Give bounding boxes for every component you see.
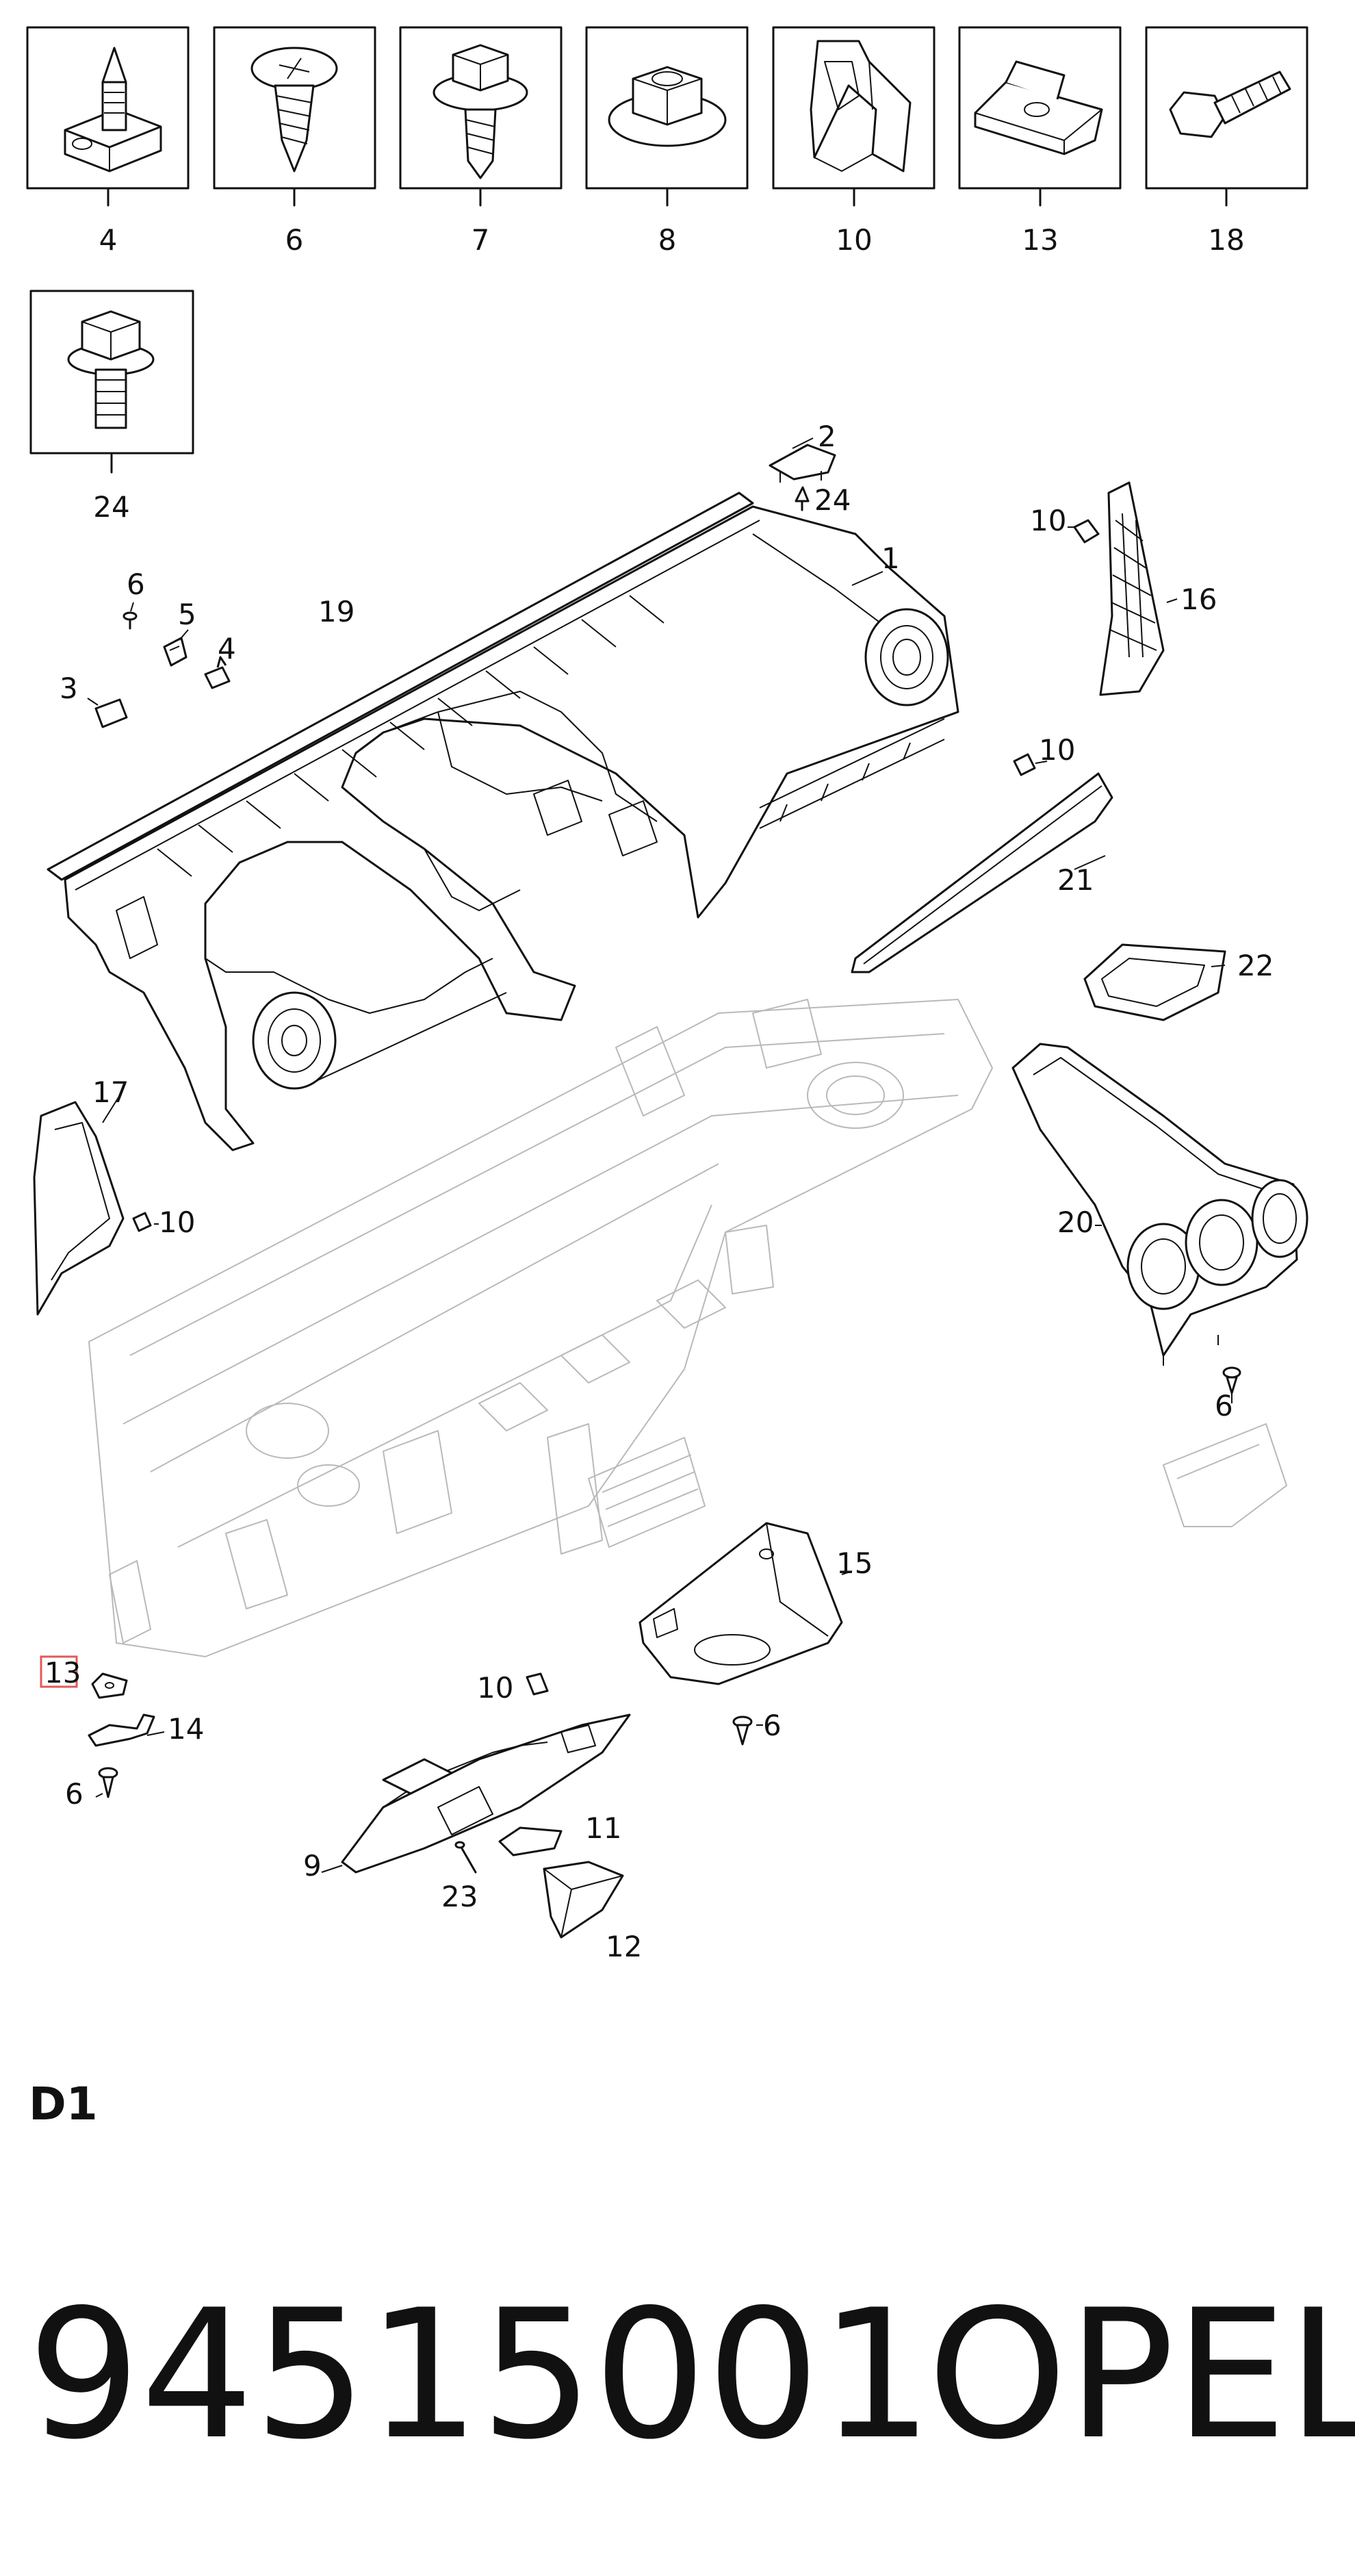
legend-box-18: 18: [1145, 26, 1308, 257]
callout-11: 11: [585, 1811, 621, 1845]
callout-6-right: 6: [1215, 1389, 1233, 1423]
callout-6-top-left: 6: [127, 568, 145, 601]
callout-23: 23: [441, 1880, 478, 1913]
speed-nut-icon: [974, 60, 1103, 155]
callout-6-bracket: 6: [763, 1709, 782, 1742]
brand-name: OPEL: [927, 2272, 1355, 2479]
callout-6-lower-left: 6: [65, 1777, 83, 1811]
part-6-screw-left: [98, 1767, 118, 1798]
part-9-glove-box: [341, 1713, 631, 1874]
part-10-clip-right-top: [1073, 519, 1100, 544]
legend-label-7: 7: [472, 223, 490, 257]
phillips-screw-icon: [250, 47, 338, 173]
part-15-knee-bolster-bracket: [638, 1522, 843, 1685]
hex-tapping-screw-icon: [433, 44, 528, 179]
callout-4: 4: [218, 632, 236, 665]
legend-box-8: 8: [585, 26, 749, 257]
part-6-small-screw-left: [122, 611, 138, 630]
part-6-screw-bracket: [732, 1716, 753, 1746]
legend-label-13: 13: [1022, 223, 1058, 257]
part-10-clip-strip: [1013, 753, 1036, 776]
part-20-center-vent-bezel: [1011, 1043, 1308, 1366]
callout-3: 3: [60, 672, 78, 705]
callout-14: 14: [168, 1712, 204, 1746]
callout-19: 19: [318, 595, 354, 628]
callout-22: 22: [1237, 949, 1274, 982]
hex-bolt-icon: [1169, 71, 1291, 138]
callout-13: 13: [44, 1656, 81, 1689]
legend-label-24: 24: [93, 490, 129, 524]
callout-24: 24: [814, 483, 851, 517]
part-17-side-end-cap: [33, 1101, 125, 1316]
part-24-small-bolt: [795, 486, 810, 511]
legend-label-10: 10: [836, 223, 872, 257]
legend-box-4: 4: [26, 26, 190, 257]
callout-17: 17: [92, 1075, 129, 1109]
callout-21: 21: [1057, 863, 1094, 897]
cross-car-beam-ghost: [88, 999, 1287, 1657]
legend-box-7: 7: [399, 26, 563, 257]
callout-1: 1: [881, 541, 900, 575]
callout-2: 2: [818, 420, 836, 453]
stud-bracket-icon: [64, 47, 162, 173]
part-3-cap: [94, 698, 128, 728]
part-11-latch: [498, 1826, 563, 1857]
part-4-stud: [204, 656, 231, 689]
callout-15: 15: [836, 1546, 873, 1580]
legend-box-6: 6: [213, 26, 376, 257]
callout-16: 16: [1180, 583, 1217, 616]
legend-box-24: 24: [29, 290, 194, 524]
legend-label-8: 8: [658, 223, 677, 257]
legend-box-13: 13: [958, 26, 1122, 257]
callout-10-top-right: 10: [1030, 504, 1066, 537]
leader-lines: [87, 437, 1233, 1873]
legend-label-18: 18: [1208, 223, 1244, 257]
hex-flange-nut-icon: [608, 66, 727, 147]
callout-13-highlight-box: [40, 1655, 78, 1688]
part-10-clip-glovebox: [526, 1672, 549, 1696]
part-16-side-trim-right: [1099, 481, 1165, 696]
callout-9: 9: [303, 1849, 322, 1883]
part-2-cover-cap: [769, 444, 836, 483]
part-21-trim-strip: [851, 772, 1113, 973]
part-13-speed-nut: [91, 1672, 128, 1699]
part-12-holder: [543, 1861, 624, 1939]
section-code: D1: [29, 2078, 98, 2130]
part-10-clip-left: [132, 1212, 152, 1232]
part-23-pin: [454, 1841, 477, 1874]
part-22-storage-pocket: [1083, 943, 1226, 1021]
part-number: 94515001: [27, 2272, 933, 2479]
callout-12: 12: [606, 1930, 642, 1963]
callout-10-strip: 10: [1039, 733, 1075, 767]
callout-20: 20: [1057, 1206, 1094, 1239]
legend-label-4: 4: [99, 223, 118, 257]
part-14-bracket: [88, 1713, 155, 1747]
callout-10-glovebox: 10: [477, 1671, 513, 1705]
spring-clip-icon: [810, 40, 912, 173]
flange-bolt-icon: [67, 310, 155, 429]
legend-label-6: 6: [285, 223, 304, 257]
part-6-screw-bezel: [1222, 1366, 1241, 1394]
part-5-clip: [163, 637, 188, 667]
legend-box-10: 10: [772, 26, 935, 257]
instrument-panel-assembly: [47, 492, 959, 1151]
callout-10-left: 10: [159, 1206, 195, 1239]
callout-5: 5: [178, 598, 196, 631]
